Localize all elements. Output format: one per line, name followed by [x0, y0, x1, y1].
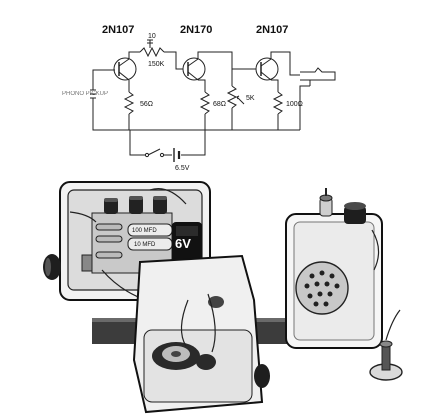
transistor-1-label: 2N107 [102, 24, 134, 36]
speaker-icon [295, 261, 349, 315]
amplifier-illustration: 100 MFD 10 MFD 6V + [43, 181, 403, 414]
transistor-2-label: 2N170 [180, 24, 212, 36]
knob-icon [344, 202, 366, 224]
capacitor-10mfd-label: 10 MFD [134, 242, 156, 248]
schematic: 2N107 2N170 2N107 PHONO PICKUP [62, 24, 336, 172]
transistor-icon [153, 196, 167, 214]
transistor-icon [255, 57, 279, 81]
resistor-100-label: 100Ω [286, 101, 303, 108]
resistor-icon [139, 46, 165, 58]
speaker-case [132, 254, 270, 414]
transistor-3-label: 2N107 [256, 24, 288, 36]
capacitor-100mfd-label: 100 MFD [132, 228, 157, 234]
resistor-150k-label: 150K [148, 61, 165, 68]
phono-pickup-icon [369, 309, 403, 381]
transistor-icon [129, 196, 143, 214]
resistor-icon [272, 91, 284, 115]
resistor-5k-label: 5K [246, 95, 255, 102]
speaker-icon [152, 342, 200, 370]
battery-voltage-label: 6.5V [175, 165, 190, 172]
jack-icon [319, 188, 333, 217]
potentiometer-icon [226, 85, 245, 109]
closed-case [285, 188, 383, 349]
switch-icon [144, 148, 165, 158]
knob-icon [43, 254, 61, 280]
resistor-icon [123, 91, 135, 115]
battery-icon [173, 148, 181, 162]
jack-icon [300, 67, 336, 86]
resistor-10-label: 10 [148, 33, 156, 40]
battery-6v-label: 6V [175, 236, 191, 251]
transistor-icon [182, 57, 206, 81]
transistor-icon [104, 198, 118, 214]
transistor-icon [113, 57, 137, 81]
input-label: PHONO PICKUP [62, 91, 108, 97]
resistor-68-label: 68Ω [213, 101, 226, 108]
resistor-icon [199, 91, 211, 115]
knob-icon [254, 364, 270, 388]
resistor-56-label: 56Ω [140, 101, 153, 108]
